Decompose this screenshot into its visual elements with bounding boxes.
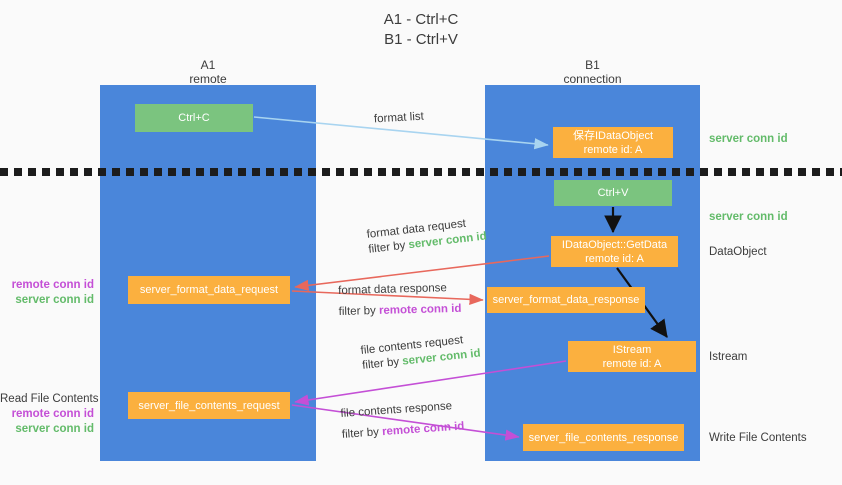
node-ctrl-v[interactable]: Ctrl+V <box>554 180 672 206</box>
filter-prefix: filter by <box>367 239 410 256</box>
edge-label-format-data-request: format data request filter by server con… <box>366 215 488 258</box>
node-save-idataobject[interactable]: 保存IDataObject remote id: A <box>553 127 673 158</box>
filter-prefix: filter by <box>341 426 383 441</box>
edge-label-file-contents-response-filter: filter by remote conn id <box>341 419 465 443</box>
edge-label-format-list: format list <box>374 110 425 128</box>
node-istream-line1: IStream <box>612 343 652 356</box>
left-note-format-conn-ids: remote conn id server conn id <box>0 278 94 308</box>
edge-label-file-contents-response: file contents response filter by remote … <box>340 398 465 442</box>
column-header-b1: B1 connection <box>485 58 700 86</box>
edge-label-format-data-response-filter: filter by remote conn id <box>339 302 462 320</box>
column-header-b1-sub: connection <box>563 72 622 86</box>
title-line-1: A1 - Ctrl+C <box>383 11 459 28</box>
node-idataobject-getdata[interactable]: IDataObject::GetData remote id: A <box>551 236 678 267</box>
filter-prefix: filter by <box>338 304 380 318</box>
title-line-2: B1 - Ctrl+V <box>384 31 458 48</box>
filter-key-remote-conn-id: remote conn id <box>378 302 462 317</box>
left-note-format-remote-conn-id: remote conn id <box>11 279 94 291</box>
column-header-a1-sub: remote <box>189 72 227 86</box>
node-save-idataobject-line2: remote id: A <box>583 143 643 156</box>
node-idataobject-getdata-line2: remote id: A <box>585 252 644 265</box>
node-server-format-data-response-label: server_format_data_response <box>492 294 640 306</box>
side-note-istream: Istream <box>709 351 748 363</box>
node-server-file-contents-response-label: server_file_contents_response <box>528 431 679 444</box>
node-istream-line2: remote id: A <box>602 357 662 370</box>
phase-separator-dashed-line <box>0 168 842 176</box>
column-header-a1-name: A1 <box>200 58 216 72</box>
edge-label-format-data-response-text: format data response <box>338 282 447 297</box>
filter-prefix: filter by <box>361 355 403 372</box>
node-server-file-contents-request[interactable]: server_file_contents_request <box>128 392 290 419</box>
left-note-read-file-contents-title: Read File Contents <box>0 393 99 405</box>
node-server-file-contents-response[interactable]: server_file_contents_response <box>523 424 684 451</box>
node-ctrl-v-label: Ctrl+V <box>597 187 629 199</box>
node-server-file-contents-request-label: server_file_contents_request <box>138 399 280 412</box>
edge-label-format-data-response: format data response filter by remote co… <box>338 281 462 320</box>
column-header-b1-name: B1 <box>585 58 600 72</box>
side-note-server-conn-id-second: server conn id <box>709 211 788 223</box>
node-server-format-data-request[interactable]: server_format_data_request <box>128 276 290 304</box>
node-server-format-data-request-label: server_format_data_request <box>139 284 279 296</box>
side-note-dataobject: DataObject <box>709 246 767 258</box>
column-header-a1: A1 remote <box>100 58 316 86</box>
left-note-file-server-conn-id: server conn id <box>15 423 94 435</box>
left-note-read-file-contents: Read File Contents remote conn id server… <box>0 392 99 437</box>
node-idataobject-getdata-line1: IDataObject::GetData <box>561 238 668 251</box>
edge-label-format-list-text: format list <box>373 110 425 126</box>
page-title: A1 - Ctrl+C B1 - Ctrl+V <box>0 10 842 50</box>
side-note-server-conn-id-top: server conn id <box>709 133 788 145</box>
node-ctrl-c-label: Ctrl+C <box>178 112 210 124</box>
filter-key-remote-conn-id: remote conn id <box>381 420 465 439</box>
side-note-write-file-contents: Write File Contents <box>709 432 807 444</box>
edge-label-file-contents-request: file contents request filter by server c… <box>360 332 481 374</box>
left-note-file-remote-conn-id: remote conn id <box>11 408 94 420</box>
edge-label-file-contents-response-text: file contents response <box>340 400 453 420</box>
node-server-format-data-response[interactable]: server_format_data_response <box>487 287 645 313</box>
left-note-format-server-conn-id: server conn id <box>15 294 94 306</box>
node-ctrl-c[interactable]: Ctrl+C <box>135 104 253 132</box>
node-istream[interactable]: IStream remote id: A <box>568 341 696 372</box>
node-save-idataobject-line1: 保存IDataObject <box>572 129 654 142</box>
